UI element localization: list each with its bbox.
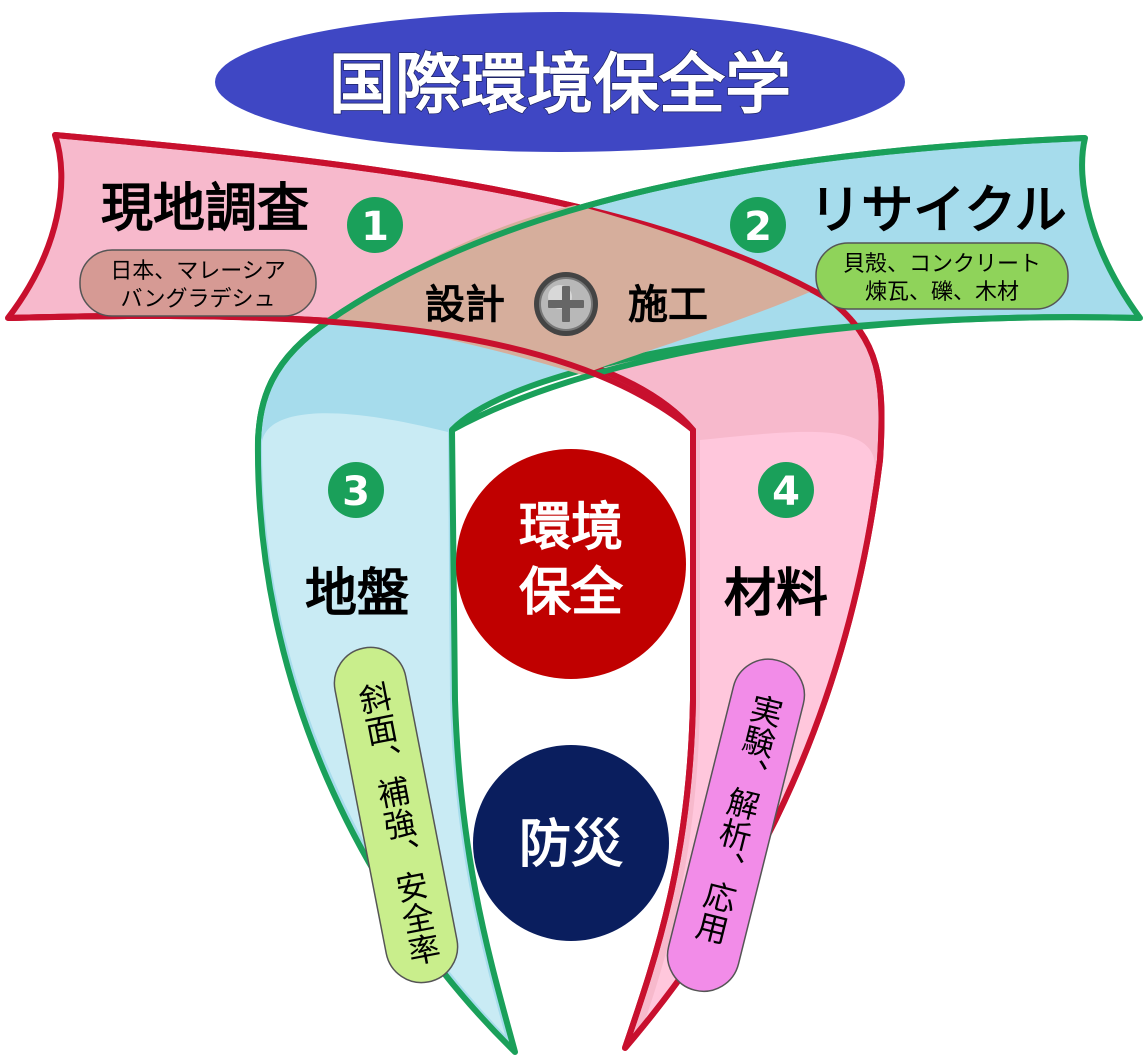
ground-title: 地盤 (305, 564, 409, 624)
overlap-green-edge (255, 135, 1086, 441)
environment-line1: 環境 (519, 498, 623, 558)
badge-1: 1 (347, 197, 403, 253)
disaster-text: 防災 (519, 815, 623, 875)
survey-pill: 日本、マレーシア バングラデシュ (79, 249, 317, 317)
recycle-title: リサイクル (809, 181, 1066, 241)
svg-text:2: 2 (744, 204, 772, 250)
recycle-pill-line2: 煉瓦、礫、木材 (865, 280, 1019, 305)
environment-circle: 環境 保全 (456, 449, 686, 679)
badge-3: 3 (328, 462, 384, 518)
recycle-pill: 貝殻、コンクリート 煉瓦、礫、木材 (815, 242, 1069, 310)
design-label: 設計 (425, 282, 505, 328)
disaster-circle: 防災 (473, 745, 669, 941)
title-text: 国際環境保全学 (329, 46, 791, 123)
environment-line2: 保全 (519, 563, 624, 623)
screw-head-icon (534, 272, 598, 336)
badge-4: 4 (758, 462, 814, 518)
survey-title: 現地調査 (101, 179, 309, 239)
material-title: 材料 (724, 564, 828, 624)
title-ellipse (215, 12, 905, 152)
construction-label: 施工 (628, 282, 708, 328)
recycle-pill-line1: 貝殻、コンクリート (843, 252, 1041, 277)
overlap-green-edge-2 (450, 314, 1141, 433)
svg-text:3: 3 (342, 469, 370, 515)
red-band-top-edge (54, 132, 885, 1050)
badge-2: 2 (730, 197, 786, 253)
survey-pill-line1: 日本、マレーシア (110, 259, 286, 284)
svg-text:4: 4 (772, 469, 800, 515)
material-pill: 実験、解析、応用 (666, 658, 806, 993)
survey-pill-line2: バングラデシュ (120, 287, 275, 312)
svg-text:1: 1 (361, 204, 389, 250)
